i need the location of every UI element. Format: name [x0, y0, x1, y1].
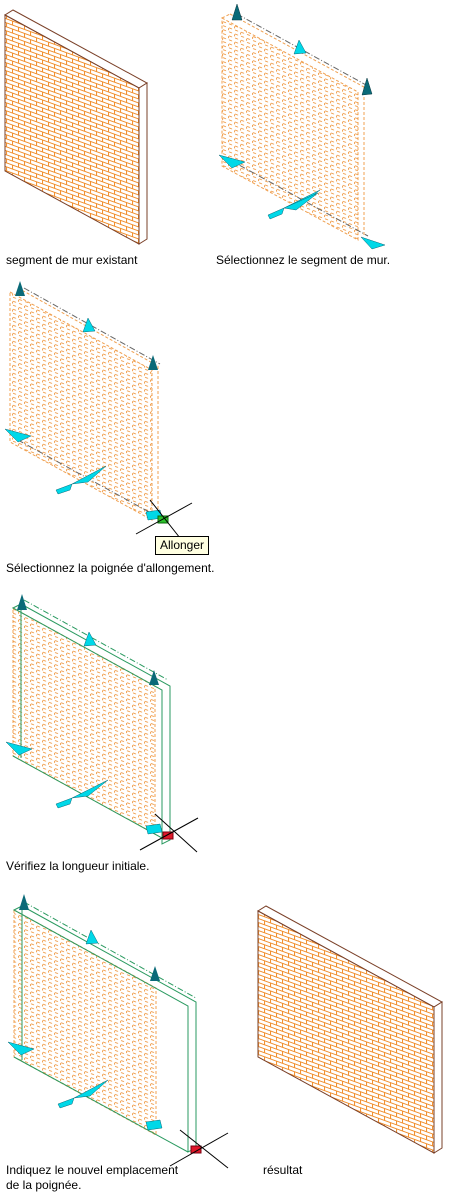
triangle-grip-icon[interactable]	[145, 1119, 163, 1131]
caption-new-location-line2: de la poignée.	[6, 1178, 82, 1192]
triangle-grip-icon[interactable]	[5, 741, 33, 756]
diamond-flip-icon[interactable]	[71, 779, 109, 799]
square-lengthen-grip-icon[interactable]	[190, 1145, 202, 1154]
triangle-grip-icon[interactable]	[85, 929, 99, 945]
result-wall-drawing	[257, 905, 443, 1154]
existing-wall-drawing	[4, 9, 148, 245]
diamond-flip-icon[interactable]	[73, 1079, 109, 1099]
selected-wall-drawing	[218, 3, 386, 250]
initial-length-drawing	[5, 594, 199, 853]
triangle-grip-icon[interactable]	[231, 3, 243, 21]
triangle-grip-icon[interactable]	[150, 966, 160, 981]
triangle-grip-icon[interactable]	[17, 594, 27, 610]
triangle-grip-icon[interactable]	[55, 483, 73, 495]
triangle-grip-icon[interactable]	[218, 154, 246, 169]
caption-select-wall: Sélectionnez le segment de mur.	[216, 253, 391, 267]
triangle-grip-icon[interactable]	[82, 317, 96, 333]
triangle-grip-icon[interactable]	[15, 281, 25, 296]
new-location-drawing	[7, 894, 229, 1169]
triangle-grip-icon[interactable]	[293, 39, 307, 55]
crosshair-cursor-icon	[135, 499, 193, 539]
crosshair-cursor-icon	[169, 1129, 229, 1169]
caption-new-location-line1: Indiquez le nouvel emplacement	[6, 1163, 179, 1177]
triangle-grip-icon[interactable]	[148, 355, 158, 370]
triangle-grip-icon[interactable]	[19, 894, 29, 910]
triangle-grip-icon[interactable]	[145, 823, 163, 835]
triangle-grip-icon[interactable]	[361, 77, 373, 96]
triangle-grip-icon[interactable]	[7, 1041, 35, 1056]
triangle-grip-icon[interactable]	[267, 207, 285, 220]
square-lengthen-grip-icon[interactable]	[162, 831, 174, 840]
caption-result: résultat	[263, 1163, 303, 1177]
triangle-grip-icon[interactable]	[149, 670, 159, 685]
diamond-flip-icon[interactable]	[283, 192, 319, 211]
triangle-grip-icon[interactable]	[360, 236, 386, 250]
caption-initial-length: Vérifiez la longueur initiale.	[6, 859, 150, 873]
crosshair-cursor-icon	[139, 813, 199, 853]
caption-existing-wall: segment de mur existant	[6, 253, 138, 267]
triangle-grip-icon[interactable]	[57, 1097, 75, 1109]
lengthen-tooltip: Allonger	[155, 536, 210, 555]
triangle-grip-icon[interactable]	[4, 428, 32, 443]
triangle-grip-icon[interactable]	[55, 797, 73, 809]
select-grip-drawing	[4, 281, 193, 539]
caption-select-grip: Sélectionnez la poignée d'allongement.	[6, 561, 215, 575]
triangle-grip-icon[interactable]	[83, 631, 97, 647]
diamond-flip-icon[interactable]	[71, 465, 107, 485]
